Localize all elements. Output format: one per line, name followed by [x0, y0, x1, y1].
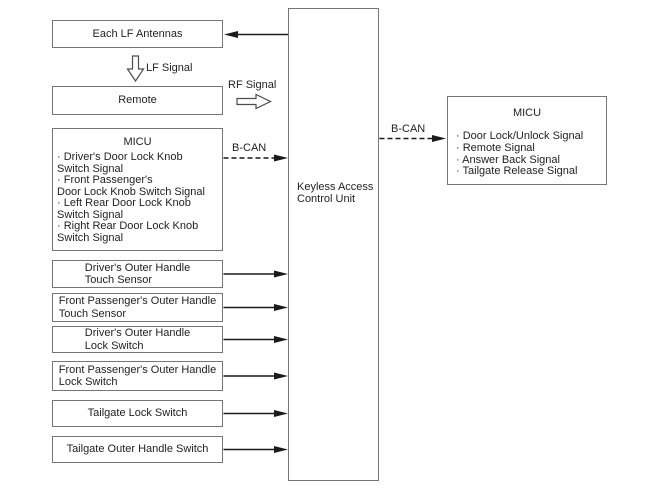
- box-drivers-outer-handle-touch-sensor-label: Driver's Outer Handle Touch Sensor: [84, 261, 191, 286]
- rf-signal-block-arrow-icon: [236, 93, 272, 110]
- box-remote-label: Remote: [118, 94, 157, 107]
- box-front-passengers-outer-handle-lock-switch-label: Front Passenger's Outer Handle Lock Swit…: [58, 363, 217, 388]
- box-remote: Remote: [52, 86, 223, 115]
- box-drivers-outer-handle-touch-sensor: Driver's Outer Handle Touch Sensor: [52, 260, 223, 288]
- lf-signal-block-arrow-icon: [126, 55, 145, 83]
- micu-left-signal-item: · Left Rear Door Lock Knob Switch Signal: [57, 197, 191, 221]
- box-micu-right: MICU · Door Lock/Unlock Signal · Remote …: [447, 96, 607, 185]
- box-each-lf-antennas: Each LF Antennas: [52, 20, 223, 48]
- b-can-right-label: B-CAN: [391, 123, 426, 135]
- micu-right-signal-list: · Door Lock/Unlock Signal · Remote Signa…: [448, 130, 606, 178]
- micu-left-title: MICU: [123, 136, 152, 148]
- box-drivers-outer-handle-lock-switch: Driver's Outer Handle Lock Switch: [52, 326, 223, 353]
- box-micu-left: MICU · Driver's Door Lock Knob Switch Si…: [52, 128, 223, 251]
- micu-right-signal-item: · Remote Signal: [456, 141, 535, 154]
- connector-unit-to-antennas-arrow: [224, 31, 288, 38]
- micu-right-title: MICU: [512, 107, 542, 119]
- box-front-passengers-outer-handle-touch-sensor: Front Passenger's Outer Handle Touch Sen…: [52, 293, 223, 322]
- micu-right-signal-item: · Tailgate Release Signal: [456, 165, 578, 178]
- rf-signal-label: RF Signal: [228, 79, 277, 91]
- box-tailgate-lock-switch-label: Tailgate Lock Switch: [87, 407, 188, 420]
- box-keyless-access-control-unit: Keyless Access Control Unit: [288, 8, 379, 481]
- box-tailgate-lock-switch: Tailgate Lock Switch: [52, 400, 223, 427]
- box-front-passengers-outer-handle-touch-sensor-label: Front Passenger's Outer Handle Touch Sen…: [58, 295, 217, 320]
- micu-left-signal-item: · Right Rear Door Lock Knob Switch Signa…: [57, 220, 199, 244]
- box-keyless-access-control-unit-label: Keyless Access Control Unit: [297, 181, 374, 205]
- micu-right-signal-item: · Answer Back Signal: [456, 153, 560, 166]
- box-tailgate-outer-handle-switch: Tailgate Outer Handle Switch: [52, 436, 223, 463]
- box-tailgate-outer-handle-switch-label: Tailgate Outer Handle Switch: [66, 443, 209, 456]
- box-each-lf-antennas-label: Each LF Antennas: [92, 27, 183, 40]
- micu-left-signal-item: · Front Passenger's Door Lock Knob Switc…: [57, 174, 205, 198]
- micu-left-signal-item: · Driver's Door Lock Knob Switch Signal: [57, 151, 183, 175]
- connector-unit-to-micu-right-arrow: [379, 135, 446, 142]
- box-front-passengers-outer-handle-lock-switch: Front Passenger's Outer Handle Lock Swit…: [52, 361, 223, 391]
- connector-micu-left-to-unit-arrow: [223, 154, 288, 162]
- micu-left-signal-list: · Driver's Door Lock Knob Switch Signal …: [53, 151, 222, 244]
- connector-inputs-to-unit-arrows: [223, 270, 288, 453]
- box-drivers-outer-handle-lock-switch-label: Driver's Outer Handle Lock Switch: [84, 327, 191, 352]
- micu-right-signal-item: · Door Lock/Unlock Signal: [456, 130, 584, 143]
- b-can-left-label: B-CAN: [232, 142, 267, 154]
- lf-signal-label: LF Signal: [146, 62, 193, 74]
